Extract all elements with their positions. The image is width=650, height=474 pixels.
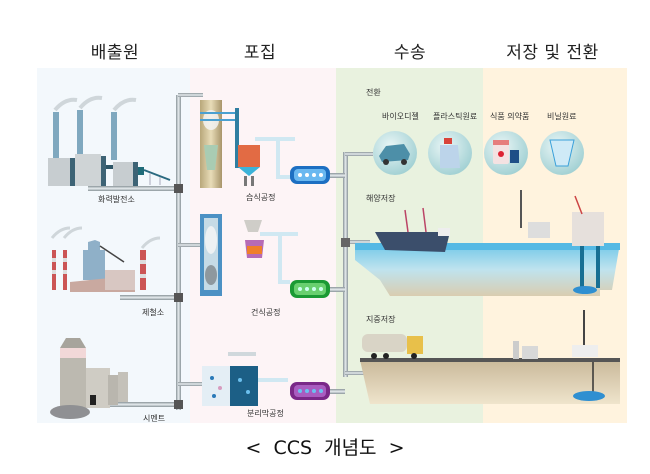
header-capture: 포집: [243, 43, 277, 63]
product-biodiesel: 바이오디젤: [382, 111, 419, 121]
membrane-capture-unit: [202, 352, 288, 406]
ground-storage-scene: [360, 310, 620, 404]
product-vinyl: 비닐원료: [547, 111, 576, 121]
conversion-products: [373, 131, 584, 175]
label-conversion: 전환: [366, 87, 381, 97]
label-dry-process: 건식공정: [251, 307, 280, 317]
dry-capture-unit: [200, 214, 298, 296]
header-transport: 수송: [393, 43, 427, 63]
label-wet-process: 습식공정: [246, 192, 275, 202]
wet-capture-unit: [200, 100, 295, 188]
emission-pipes: [88, 93, 203, 410]
ocean-storage-scene: [355, 190, 620, 296]
header-emission: 배출원: [90, 43, 140, 63]
label-ground-storage: 지중저장: [366, 314, 396, 324]
label-ocean-storage: 해양저장: [366, 193, 396, 203]
co2-compressor-blue: [290, 166, 330, 184]
co2-compressor-green: [290, 280, 330, 298]
steel-mill-icon: [50, 226, 161, 292]
label-steel-mill: 제철소: [142, 307, 164, 317]
label-power-plant: 화력발전소: [98, 194, 135, 204]
label-membrane-process: 분리막공정: [247, 408, 284, 418]
product-food-medicine: 식품 의약품: [490, 111, 529, 121]
product-plastic: 플라스틱원료: [433, 111, 477, 121]
diagram-caption: < CCS 개념도 >: [245, 437, 405, 459]
power-plant-icon: [48, 95, 171, 186]
header-storage: 저장 및 전환: [506, 43, 599, 63]
co2-compressor-purple: [290, 382, 330, 400]
cement-plant-icon: [50, 338, 128, 419]
label-cement: 시멘트: [143, 414, 165, 423]
